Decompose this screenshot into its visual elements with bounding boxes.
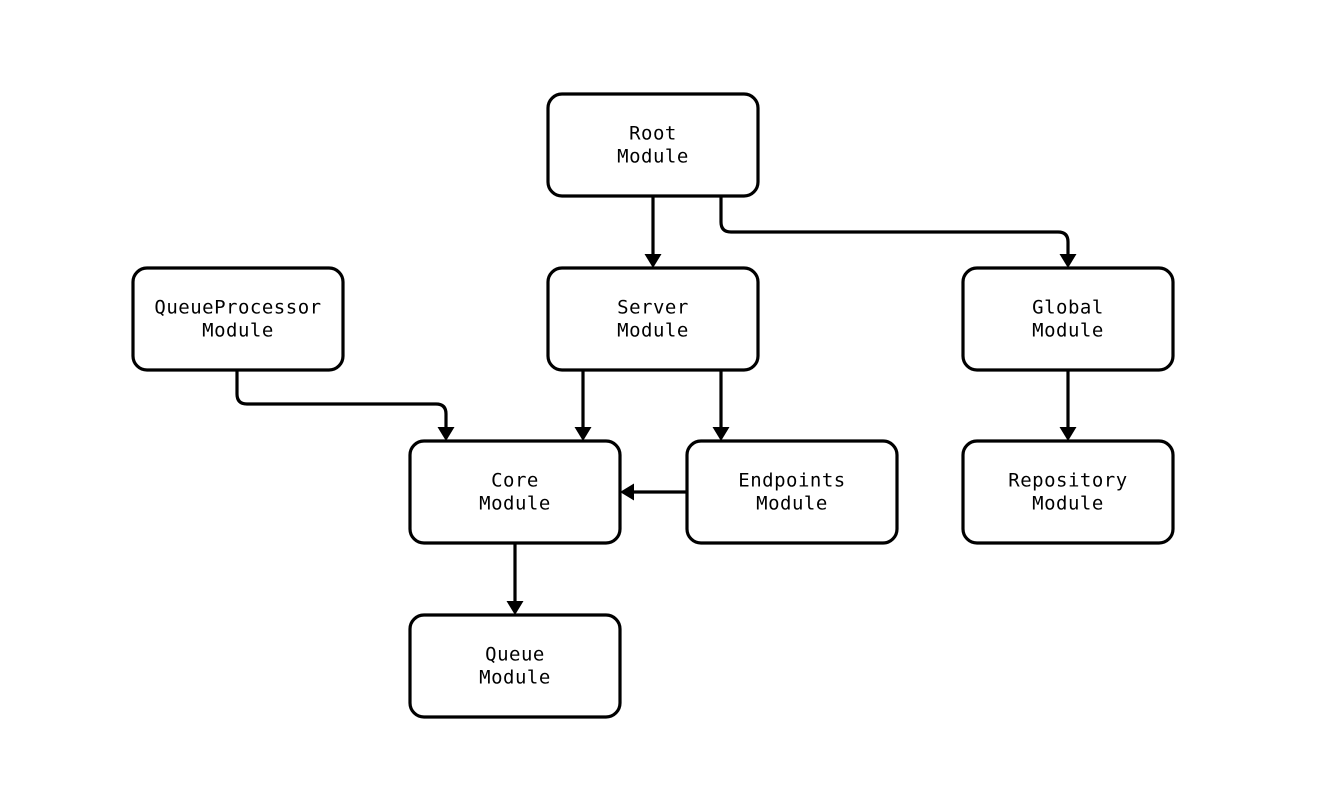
node-box[interactable] — [131, 266, 345, 372]
arrow-head-icon — [437, 427, 455, 441]
node-label-line2: Module — [479, 493, 551, 515]
node-label-line2: Module — [756, 493, 828, 515]
node-label-line2: Module — [1032, 320, 1104, 342]
arrow-head-icon — [506, 601, 524, 615]
node-label-line2: Module — [617, 320, 689, 342]
node-label-line1: Root — [629, 123, 677, 145]
node-label-line1: Global — [1032, 297, 1104, 319]
node-label-line2: Module — [202, 320, 274, 342]
edges-layer — [235, 196, 1077, 615]
node-label-line1: Repository — [1008, 470, 1127, 492]
arrow-head-icon — [712, 427, 730, 441]
node-label-line1: QueueProcessor — [154, 297, 321, 319]
edge-server-to-core — [574, 370, 592, 441]
arrow-head-icon — [1059, 254, 1077, 268]
arrow-head-icon — [620, 483, 634, 501]
edge-endpoints-to-core — [620, 483, 687, 501]
node-label-line2: Module — [479, 667, 551, 689]
edge-line — [235, 370, 448, 429]
arrow-head-icon — [574, 427, 592, 441]
arrow-head-icon — [1059, 427, 1077, 441]
node-box[interactable] — [546, 92, 760, 198]
edge-core-to-queue — [506, 543, 524, 615]
node-box[interactable] — [408, 439, 622, 545]
node-label-line2: Module — [1032, 493, 1104, 515]
node-box[interactable] — [408, 613, 622, 719]
node-label-line1: Endpoints — [738, 470, 845, 492]
node-label-line1: Queue — [485, 644, 545, 666]
edge-root-to-global — [719, 196, 1077, 268]
node-box[interactable] — [685, 439, 899, 545]
node-box[interactable] — [961, 439, 1175, 545]
edge-server-to-endpoints — [712, 370, 730, 441]
nodes-layer: RootModuleQueueProcessorModuleServerModu… — [131, 92, 1175, 719]
arrow-head-icon — [644, 254, 662, 268]
edge-line — [719, 196, 1070, 256]
node-label-line1: Server — [617, 297, 689, 319]
node-box[interactable] — [546, 266, 760, 372]
node-box[interactable] — [961, 266, 1175, 372]
edge-queueprocessor-to-core — [235, 370, 455, 441]
node-label-line2: Module — [617, 146, 689, 168]
edge-root-to-server — [644, 196, 662, 268]
node-label-line1: Core — [491, 470, 539, 492]
edge-global-to-repository — [1059, 370, 1077, 441]
